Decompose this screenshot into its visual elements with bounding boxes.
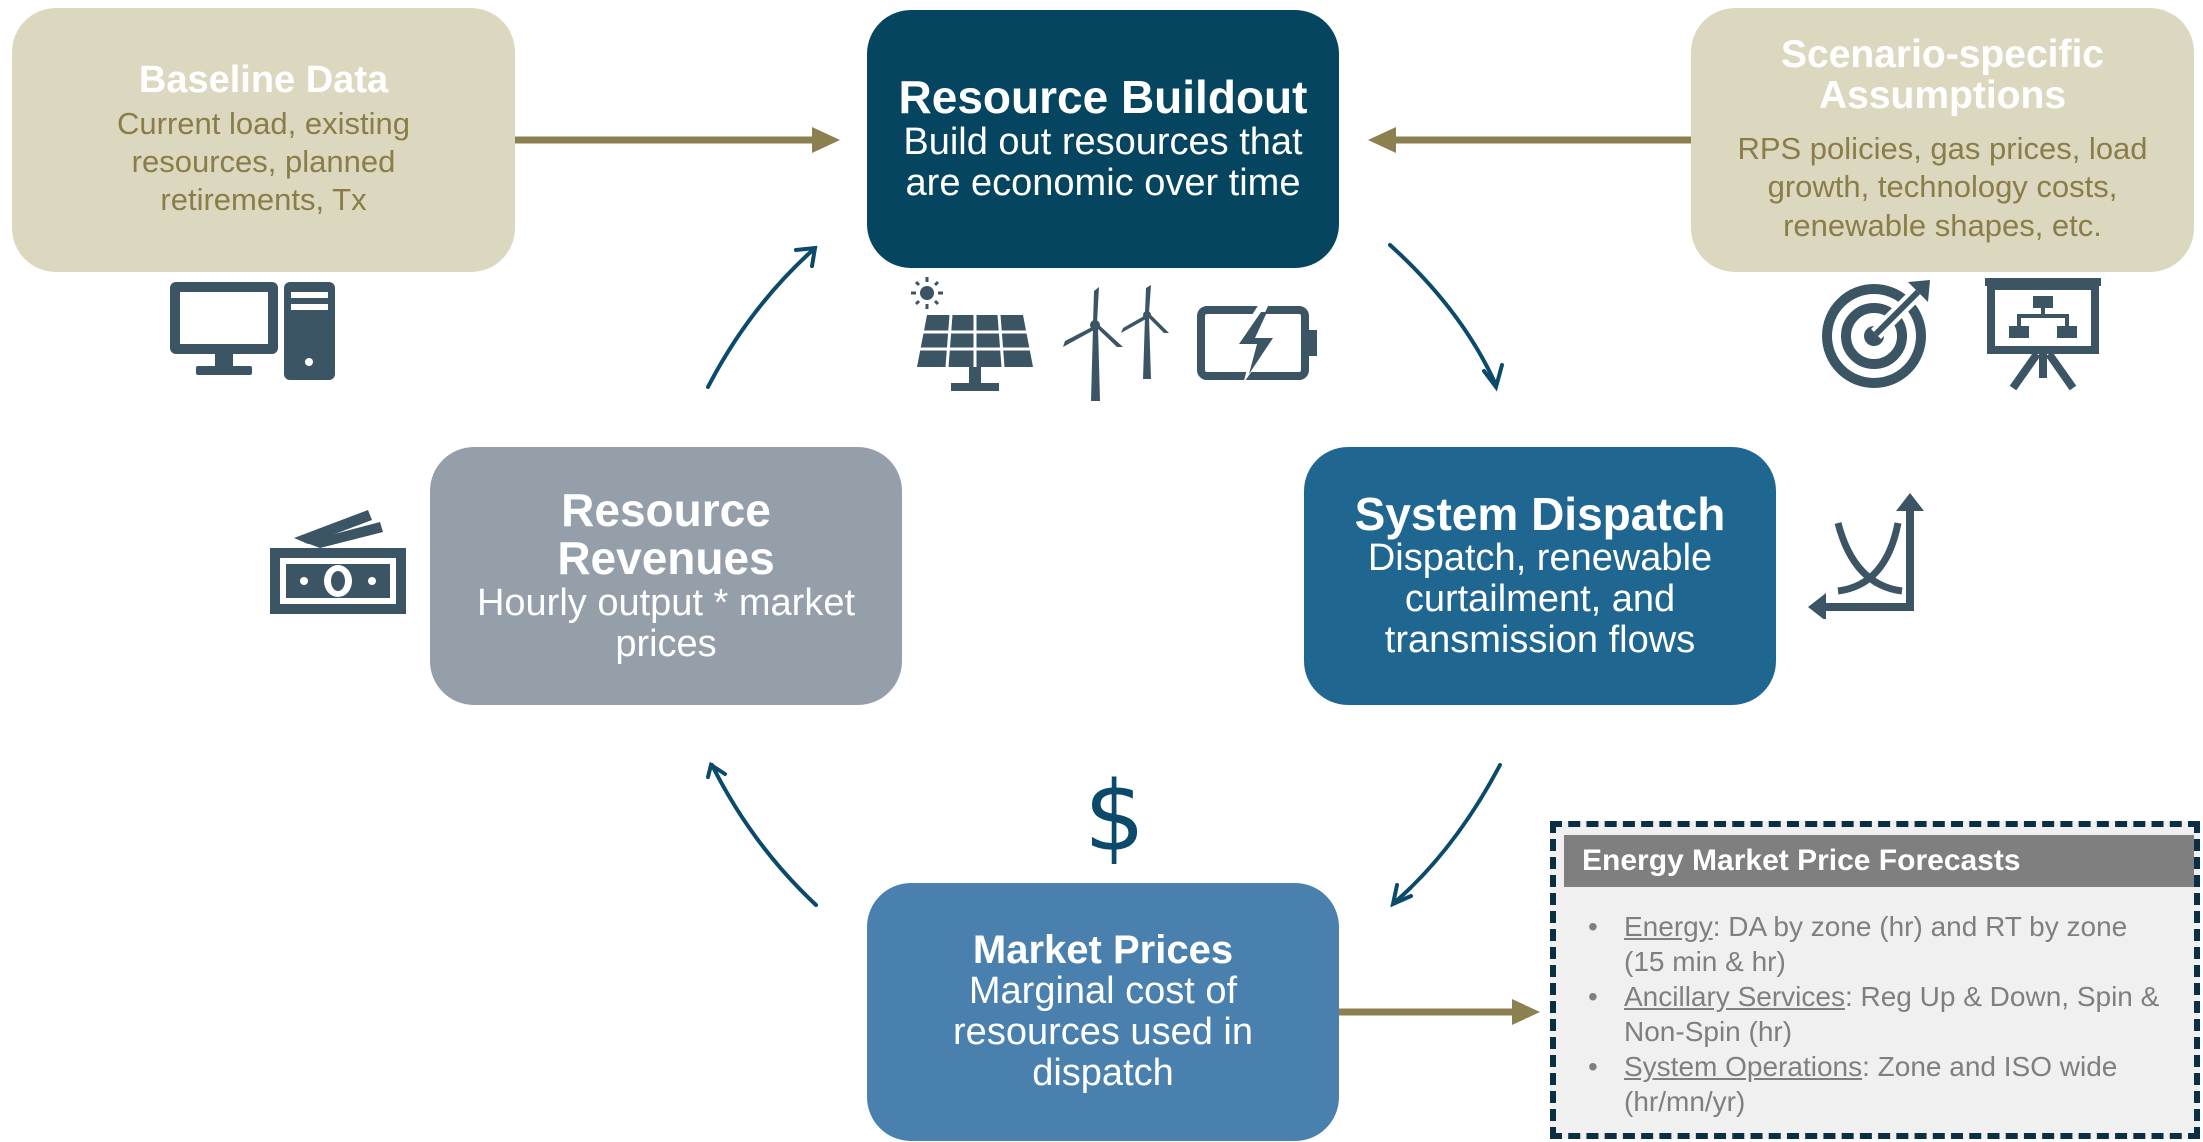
forecast-list: • Energy: DA by zone (hr) and RT by zone…: [1586, 909, 2174, 1119]
resource-revenues-box: Resource Revenues Hourly output * market…: [430, 447, 902, 705]
computer-icon: [170, 282, 335, 380]
revenues-text: Hourly output * market prices: [476, 581, 856, 665]
baseline-text: Current load, existing resources, planne…: [117, 105, 410, 217]
wind-turbine-icon: [1063, 285, 1169, 401]
scenario-text: RPS policies, gas prices, load growth, t…: [1737, 131, 2148, 243]
forecast-item-ancillary: • Ancillary Services: Reg Up & Down, Spi…: [1586, 979, 2174, 1049]
forecast-header: Energy Market Price Forecasts: [1564, 835, 2194, 887]
target-icon: [1822, 280, 1930, 388]
forecast-panel: Energy Market Price Forecasts • Energy: …: [1550, 821, 2200, 1139]
scenario-assumptions-box: Scenario-specific Assumptions RPS polici…: [1691, 8, 2194, 272]
bullet-icon: •: [1588, 1051, 1598, 1082]
cash-icon: [270, 510, 406, 614]
system-dispatch-box: System Dispatch Dispatch, renewable curt…: [1304, 447, 1776, 705]
solar-panel-icon: [911, 277, 1033, 391]
dispatch-text: Dispatch, renewable curtailment, and tra…: [1367, 537, 1713, 662]
revenues-title: Resource Revenues: [557, 484, 775, 584]
arrow-revenues-to-buildout: [706, 246, 817, 389]
forecast-term: Ancillary Services: [1624, 981, 1845, 1012]
presentation-board-icon: [1985, 278, 2101, 390]
supply-demand-curve-icon: [1808, 493, 1924, 619]
dollar-icon: $: [1084, 761, 1146, 873]
market-text: Marginal cost of resources used in dispa…: [953, 970, 1253, 1095]
market-prices-box: Market Prices Marginal cost of resources…: [867, 883, 1339, 1141]
buildout-text: Build out resources that are economic ov…: [903, 120, 1303, 204]
arrow-baseline-to-buildout: [515, 127, 840, 153]
baseline-data-box: Baseline Data Current load, existing res…: [12, 8, 515, 272]
baseline-title: Baseline Data: [138, 59, 389, 102]
forecast-item-energy: • Energy: DA by zone (hr) and RT by zone…: [1586, 909, 2174, 979]
forecast-term: Energy: [1624, 911, 1713, 942]
forecast-term: System Operations: [1624, 1051, 1863, 1082]
forecast-desc: : DA by zone (hr) and RT by zone (15 min…: [1624, 911, 2128, 977]
forecast-desc: : Zone and ISO wide (hr/mn/yr): [1624, 1051, 2118, 1117]
arrow-scenario-to-buildout: [1368, 127, 1691, 153]
scenario-title: Scenario-specific Assumptions: [1781, 33, 2104, 117]
arrow-market-to-revenues: [710, 763, 818, 907]
arrow-dispatch-to-market: [1392, 763, 1502, 905]
battery-icon: [1197, 304, 1317, 384]
arrow-buildout-to-dispatch: [1388, 243, 1498, 387]
forecast-item-system-operations: • System Operations: Zone and ISO wide (…: [1586, 1049, 2174, 1119]
forecast-desc: : Reg Up & Down, Spin & Non-Spin (hr): [1624, 981, 2160, 1047]
dispatch-title: System Dispatch: [1354, 487, 1726, 540]
bullet-icon: •: [1588, 981, 1598, 1012]
arrow-market-to-forecast: [1339, 999, 1540, 1025]
bullet-icon: •: [1588, 911, 1598, 942]
market-title: Market Prices: [972, 927, 1234, 972]
buildout-title: Resource Buildout: [898, 71, 1308, 124]
resource-buildout-box: Resource Buildout Build out resources th…: [867, 10, 1339, 268]
